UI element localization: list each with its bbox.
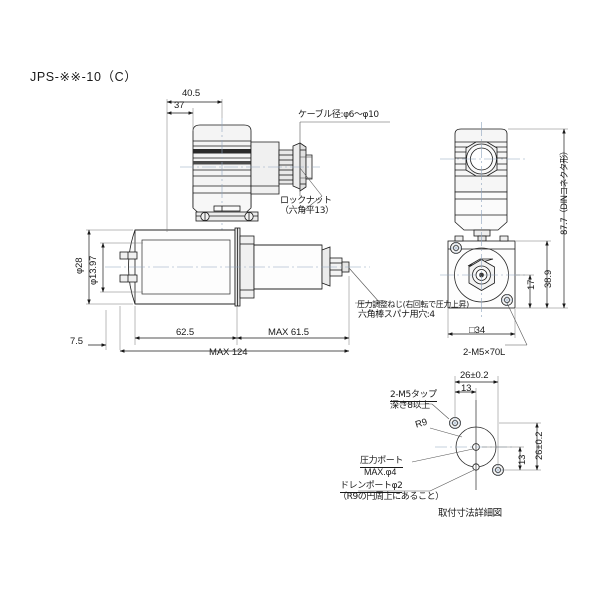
drawing-title: JPS-※※-10（C） [30, 70, 138, 84]
dim-13-top: 13 [461, 383, 472, 394]
dim-26-top-value: 26 [460, 370, 471, 381]
detail-view-caption: 取付寸法詳細図 [438, 508, 502, 519]
note-pressure-port-text: 圧力ポート [360, 456, 404, 468]
front-view-dimensions [86, 99, 390, 353]
dim-62-5: 62.5 [176, 327, 195, 338]
dim-26-top-tolerance: ±0.2 [470, 370, 489, 381]
note-tap-depth: 深さ8以上 [390, 401, 430, 411]
dim-max-61-5: MAX 61.5 [268, 327, 309, 338]
dim-38-9: 38.9 [543, 269, 554, 288]
dim-87-7-din: 87.7（DINコネクタ形） [560, 147, 570, 235]
note-cable-diameter: ケーブル径:φ6〜φ10 [298, 110, 379, 120]
note-2-m5-tap-text: 2-M5タップ [390, 390, 437, 402]
dim-17: 17 [526, 279, 537, 290]
detail-view [435, 400, 515, 490]
note-hex-wrench-hole: 六角棒スパナ用穴:4 [358, 310, 435, 320]
dim-26-top: 26±0.2 [460, 370, 489, 381]
dim-max-124: MAX 124 [209, 347, 248, 358]
dim-13-right: 13 [517, 454, 528, 465]
note-drain-port: ドレンポートφ2 [340, 481, 403, 493]
dim-square-34: □34 [469, 325, 486, 336]
note-pressure-port: 圧力ポート [360, 456, 403, 468]
side-view [440, 122, 525, 320]
dim-26-right-value: 26 [534, 449, 545, 460]
dim-26-right-tolerance: ±0.2 [534, 431, 545, 450]
note-drain-port-text: ドレンポートφ2 [340, 481, 403, 493]
note-2-m5-70l: 2-M5×70L [463, 347, 506, 358]
note-drain-port-condition: （R9の円周上にあること） [338, 492, 444, 502]
note-2-m5-tap: 2-M5タップ [390, 390, 437, 402]
dim-phi28: φ28 [74, 257, 85, 274]
note-pressure-port-max: MAX.φ4 [364, 467, 397, 477]
dim-26-right: 26±0.2 [534, 432, 545, 460]
detail-view-dimensions [358, 376, 541, 492]
dim-phi13-97: φ13.97 [88, 255, 99, 285]
note-locknut-line2: （六角平13） [280, 206, 334, 216]
note-pressure-adjust-screw: 圧力調整ねじ(右回転で圧力上昇) [357, 300, 469, 309]
dim-40-5: 40.5 [182, 88, 201, 99]
front-view-body [105, 205, 370, 307]
dim-7-5: 7.5 [70, 336, 83, 347]
side-view-dimensions [447, 128, 568, 346]
dim-37: 37 [174, 100, 185, 111]
note-locknut-line1: ロックナット [280, 196, 332, 206]
